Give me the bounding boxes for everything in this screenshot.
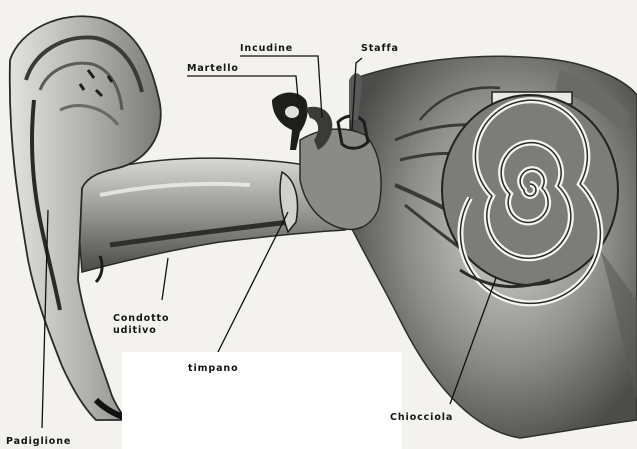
label-martello: Martello <box>187 63 239 74</box>
label-condotto-line2: uditivo <box>113 325 157 336</box>
cochlea-illustration <box>442 95 618 303</box>
label-padiglione: Padiglione <box>6 436 71 447</box>
label-chiocciola: Chiocciola <box>390 412 453 423</box>
label-timpano: timpano <box>188 363 239 374</box>
label-incudine: Incudine <box>240 43 293 54</box>
blank-area <box>122 352 402 449</box>
label-staffa: Staffa <box>361 43 399 54</box>
label-condotto-line1: Condotto <box>113 313 169 324</box>
